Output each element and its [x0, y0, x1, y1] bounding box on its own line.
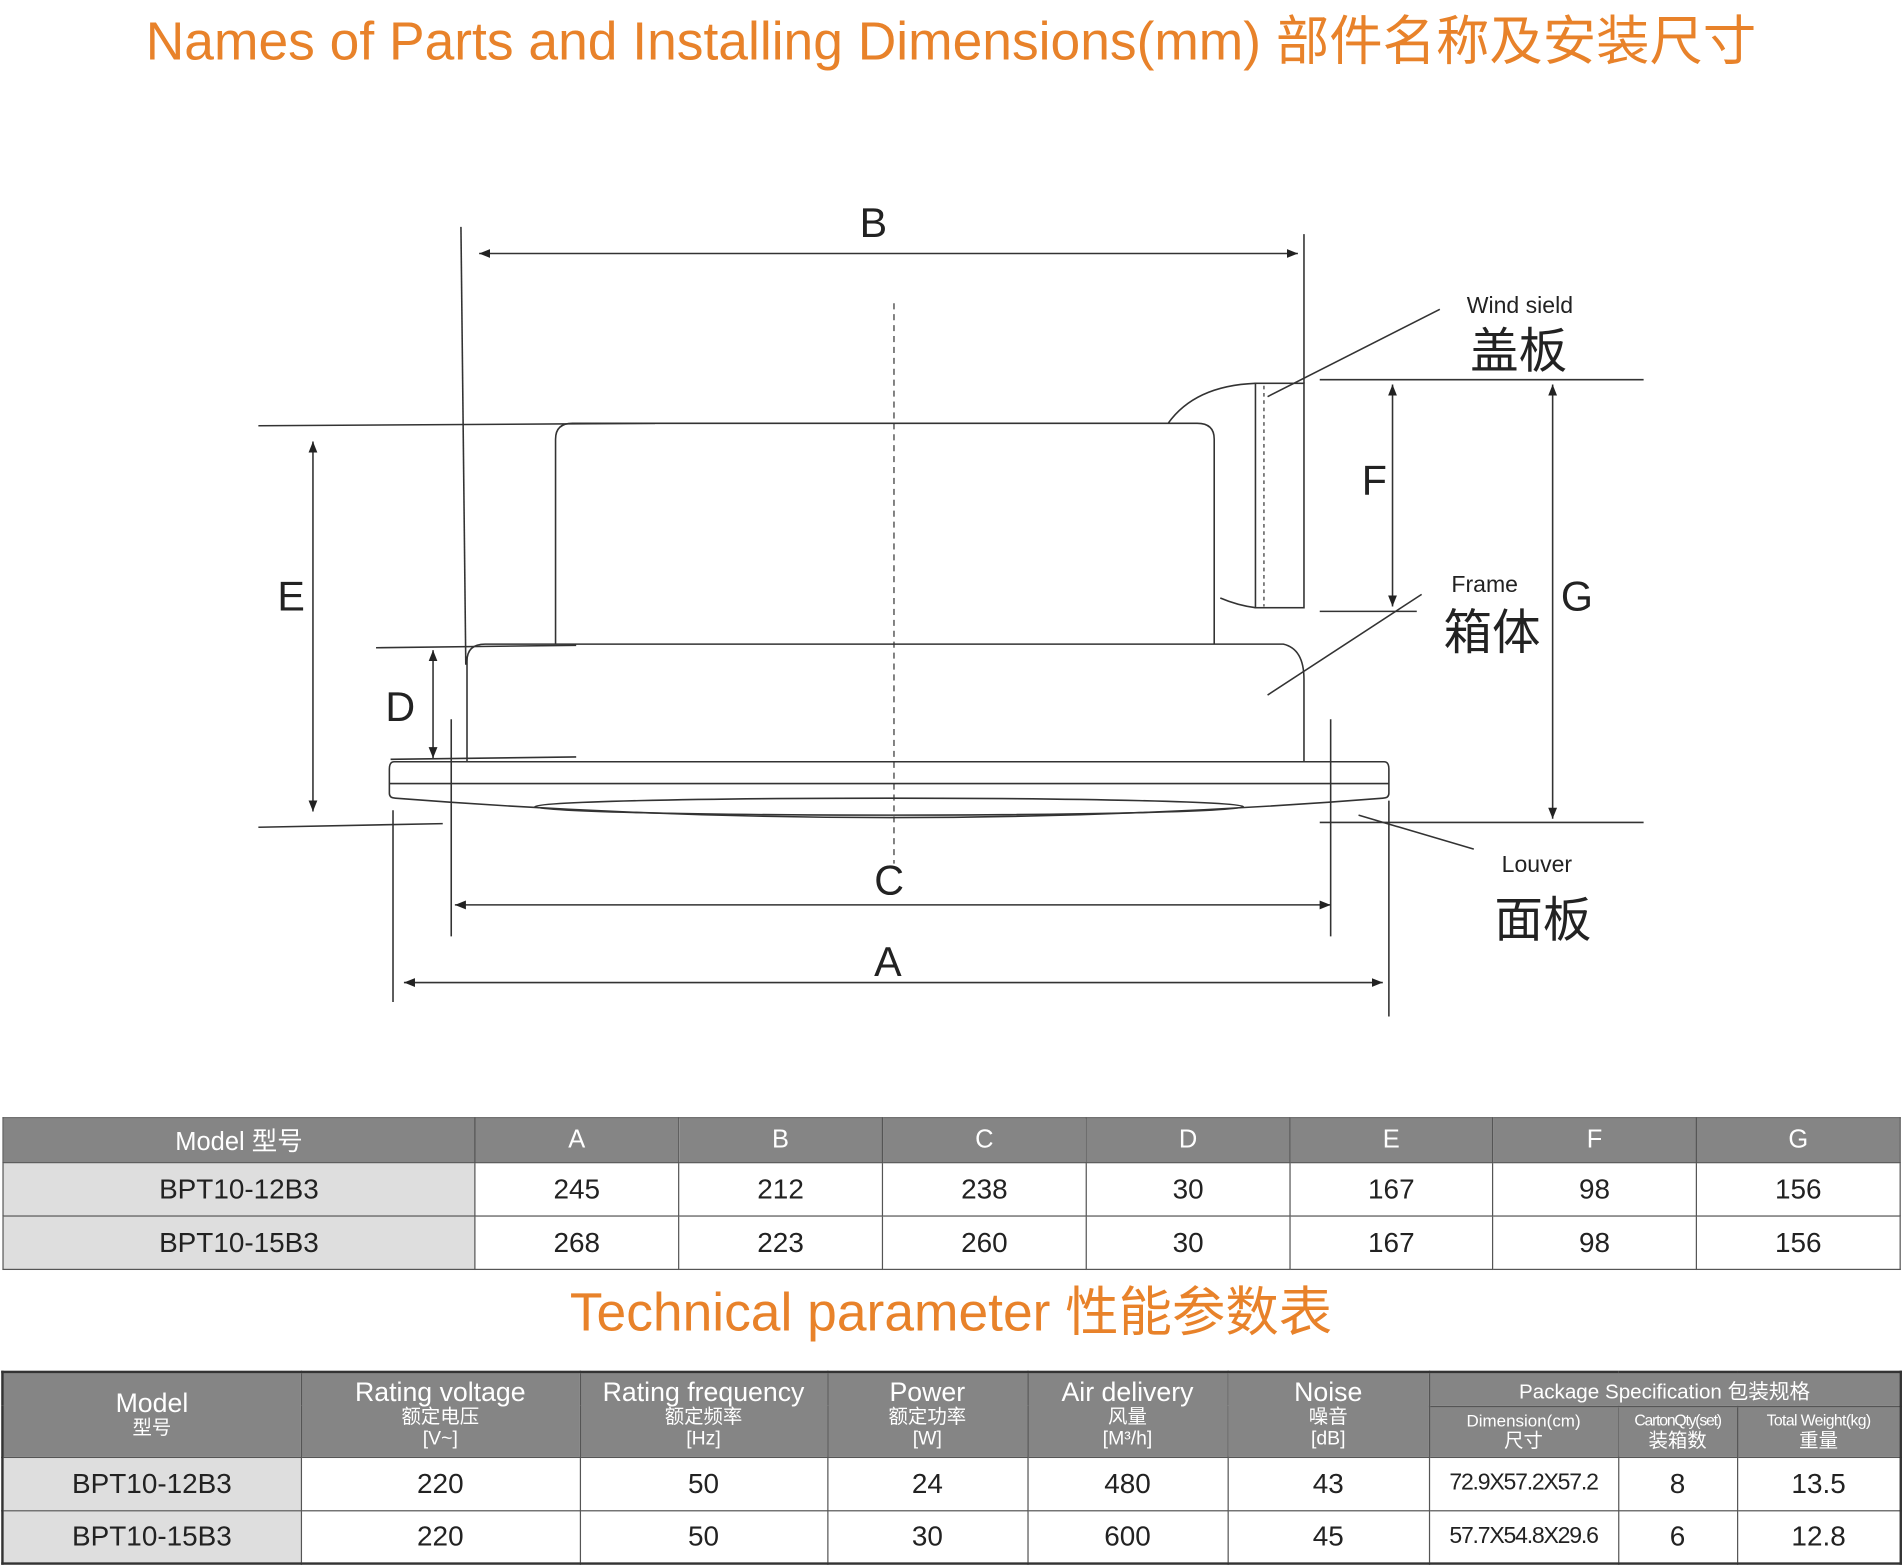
cell: 245: [474, 1162, 680, 1217]
louver-plate: [388, 760, 1390, 819]
cell: 43: [1226, 1456, 1430, 1511]
table-row: BPT10-12B3 220 50 24 480 43 72.9X57.2X57…: [1, 1456, 1902, 1511]
cell: 98: [1491, 1162, 1697, 1217]
cell: 12.8: [1736, 1509, 1902, 1565]
part-label-zh: 盖板: [1470, 325, 1568, 379]
dim-label-g: G: [1560, 574, 1593, 621]
table-row: BPT10-15B3 268 223 260 30 167 98 156: [2, 1215, 1901, 1271]
col-header: E: [1289, 1117, 1494, 1164]
cell: 223: [678, 1215, 884, 1271]
cell: 24: [826, 1456, 1029, 1511]
cell: 167: [1289, 1215, 1494, 1271]
table-subheader-row: Dimension(cm)尺寸 CartonQty(set)装箱数 Total …: [2, 1405, 1902, 1458]
cell: 268: [474, 1215, 680, 1271]
cell: 480: [1026, 1456, 1229, 1511]
cell: 13.5: [1736, 1456, 1902, 1511]
cell: 156: [1695, 1162, 1901, 1217]
cell: 220: [300, 1509, 581, 1565]
part-label-zh: 箱体: [1443, 606, 1541, 660]
wind-shield: [1254, 382, 1305, 609]
col-header-package: Package Specification 包装规格: [1428, 1371, 1902, 1407]
dim-label-d: D: [385, 684, 416, 731]
col-header-dimension: Dimension(cm)尺寸: [1428, 1405, 1619, 1458]
model-cell: BPT10-15B3: [1, 1509, 302, 1565]
table-header-row: Model 型号 A B C D E F G: [2, 1117, 1901, 1164]
cell: 6: [1617, 1509, 1738, 1565]
cell: 50: [579, 1509, 828, 1565]
installation-diagram: [258, 226, 1644, 1017]
leader-wind-shield: [1267, 308, 1441, 398]
leader-frame: [1267, 593, 1423, 696]
dim-label-b: B: [859, 200, 888, 247]
col-header: F: [1491, 1117, 1697, 1164]
cell: 45: [1226, 1509, 1430, 1565]
cell: 98: [1491, 1215, 1697, 1271]
upper-body: [554, 422, 1216, 645]
col-header: D: [1085, 1117, 1291, 1164]
leader-louver: [1358, 814, 1475, 850]
dim-label-a: A: [874, 939, 902, 986]
col-header: Model 型号: [2, 1117, 476, 1164]
cell: 238: [881, 1162, 1087, 1217]
table-row: BPT10-12B3 245 212 238 30 167 98 156: [2, 1162, 1901, 1217]
cell: 57.7X54.8X29.6: [1428, 1509, 1619, 1565]
dim-label-e: E: [277, 574, 305, 621]
cell: 260: [881, 1215, 1087, 1271]
model-cell: BPT10-12B3: [2, 1162, 476, 1217]
cell: 600: [1026, 1509, 1229, 1565]
section-title: Technical parameter 性能参数表: [569, 1283, 1333, 1343]
model-cell: BPT10-12B3: [1, 1456, 302, 1511]
col-header: A: [474, 1117, 680, 1164]
cell: 212: [678, 1162, 884, 1217]
cell: 156: [1695, 1215, 1901, 1271]
model-cell: BPT10-15B3: [2, 1215, 476, 1271]
cell: 30: [1085, 1162, 1291, 1217]
dimension-table: Model 型号 A B C D E F G BPT10-12B3 245 21…: [2, 1117, 1901, 1271]
col-header: G: [1695, 1117, 1901, 1164]
cell: 220: [300, 1456, 581, 1511]
frame-body: [466, 643, 1305, 762]
part-label-zh: 面板: [1494, 893, 1592, 948]
part-label-en: Louver: [1501, 852, 1573, 879]
col-header: B: [678, 1117, 884, 1164]
table-row: BPT10-15B3 220 50 30 600 45 57.7X54.8X29…: [1, 1509, 1902, 1565]
cell: 72.9X57.2X57.2: [1428, 1456, 1619, 1511]
page-title: Names of Parts and Installing Dimensions…: [145, 12, 1757, 72]
col-header-carton-qty: CartonQty(set)装箱数: [1617, 1405, 1738, 1458]
cell: 30: [1085, 1215, 1291, 1271]
dim-label-c: C: [874, 858, 905, 905]
cell: 8: [1617, 1456, 1738, 1511]
cell: 30: [826, 1509, 1029, 1565]
dim-label-f: F: [1361, 457, 1387, 505]
cell: 167: [1289, 1162, 1494, 1217]
part-label-en: Frame: [1451, 572, 1519, 599]
part-label-en: Wind sield: [1466, 293, 1574, 320]
cell: 50: [579, 1456, 828, 1511]
col-header-weight: Total Weight(kg)重量: [1736, 1405, 1902, 1458]
col-header: C: [881, 1117, 1087, 1164]
